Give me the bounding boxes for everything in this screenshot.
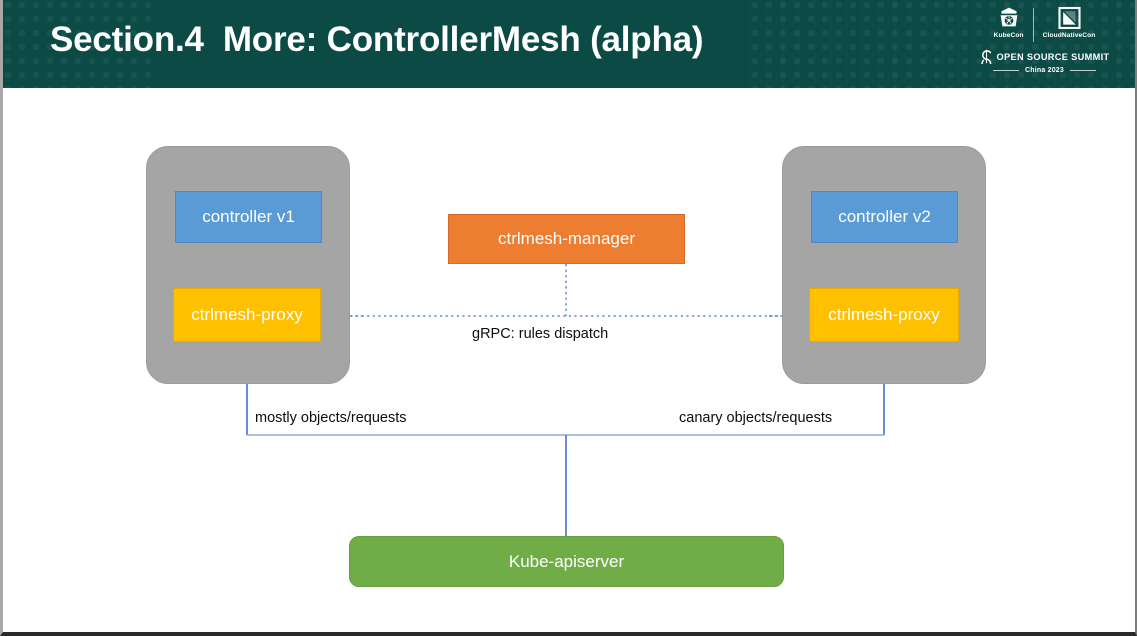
kubecon-label: KubeCon bbox=[993, 32, 1024, 39]
kube-apiserver-box[interactable]: Kube-apiserver bbox=[349, 536, 784, 587]
conference-year-label: China 2023 bbox=[1025, 67, 1064, 74]
open-source-summit-label: OPEN SOURCE SUMMIT bbox=[996, 51, 1110, 62]
kubernetes-helm-icon bbox=[1000, 7, 1018, 27]
year-rule-right bbox=[1069, 70, 1096, 71]
diagram-canvas: controller v1 controller v2 ctrlmesh-pro… bbox=[3, 88, 1135, 632]
cloudnativecon-label: CloudNativeCon bbox=[1042, 32, 1096, 39]
mostly-objects-edge-label: mostly objects/requests bbox=[255, 410, 407, 426]
logo-year-row: China 2023 bbox=[977, 67, 1112, 74]
ctrlmesh-proxy-right-box[interactable]: ctrlmesh-proxy bbox=[809, 288, 959, 342]
page-title: Section.4 More: ControllerMesh (alpha) bbox=[50, 20, 704, 59]
workload-group-right bbox=[782, 146, 986, 384]
controller-v2-box[interactable]: controller v2 bbox=[811, 191, 958, 243]
controller-v2-label: controller v2 bbox=[838, 207, 931, 226]
logo-top-row: KubeCon CloudNativeCon bbox=[977, 6, 1112, 48]
ctrlmesh-proxy-left-label: ctrlmesh-proxy bbox=[191, 305, 303, 324]
ctrlmesh-proxy-left-box[interactable]: ctrlmesh-proxy bbox=[173, 288, 321, 342]
slide-header: Section.4 More: ControllerMesh (alpha) bbox=[3, 0, 1135, 88]
conference-logo-lockup: KubeCon CloudNativeCon OPEN bbox=[977, 6, 1112, 82]
header-dot-pattern-left bbox=[3, 0, 153, 88]
ctrlmesh-manager-label: ctrlmesh-manager bbox=[498, 229, 635, 248]
cloudnativecon-logo: CloudNativeCon bbox=[1043, 6, 1096, 39]
header-dot-pattern-right bbox=[750, 0, 1135, 88]
open-source-summit-row: OPEN SOURCE SUMMIT bbox=[977, 49, 1112, 64]
kube-apiserver-label: Kube-apiserver bbox=[508, 551, 625, 571]
ctrlmesh-manager-box[interactable]: ctrlmesh-manager bbox=[448, 214, 685, 264]
cncf-square-icon bbox=[1057, 6, 1081, 30]
canary-objects-edge-label: canary objects/requests bbox=[679, 410, 833, 426]
kubecon-logo: KubeCon bbox=[994, 6, 1024, 39]
logo-divider bbox=[1032, 8, 1034, 42]
year-rule-left bbox=[993, 70, 1020, 71]
grpc-edge-label: gRPC: rules dispatch bbox=[472, 326, 609, 342]
controller-v1-box[interactable]: controller v1 bbox=[175, 191, 322, 243]
ctrlmesh-proxy-right-label: ctrlmesh-proxy bbox=[828, 305, 940, 324]
workload-group-left bbox=[146, 146, 350, 384]
header-stripe-pattern bbox=[750, 0, 1135, 88]
controller-v1-label: controller v1 bbox=[202, 207, 295, 226]
open-source-summit-s-icon bbox=[980, 49, 991, 64]
